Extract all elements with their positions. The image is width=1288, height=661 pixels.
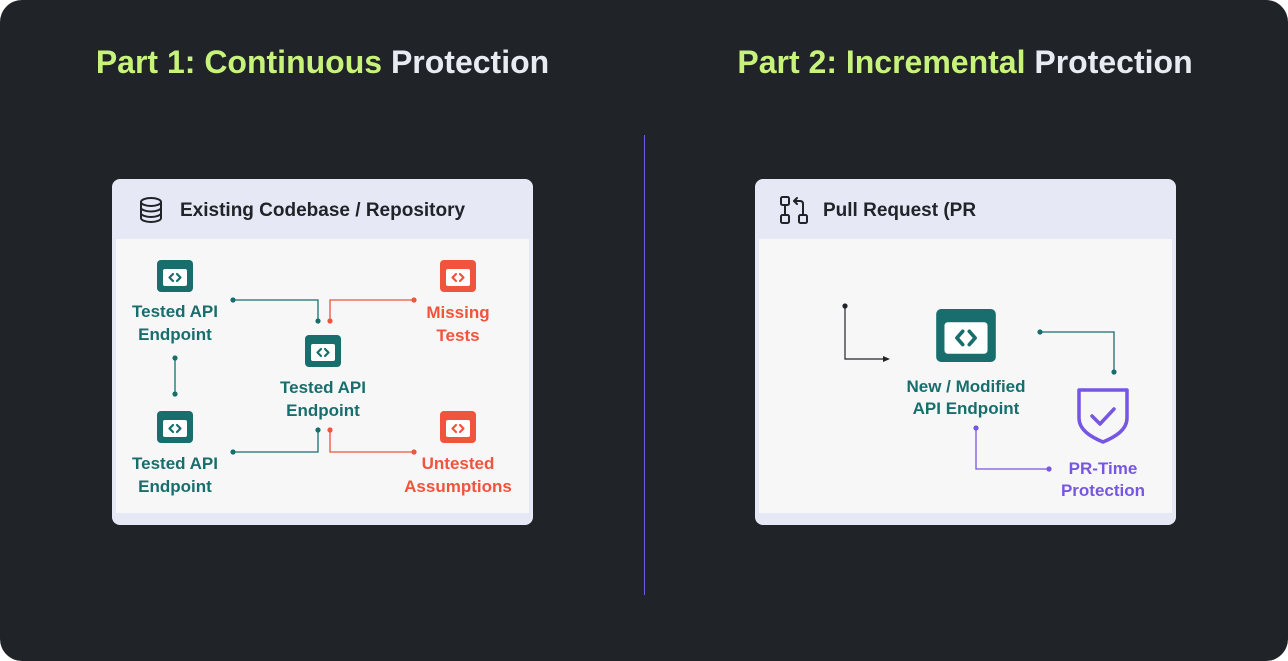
codebase-card: Existing Codebase / Repository [112, 179, 533, 525]
part-2-title-highlight: Part 2: Incremental [737, 44, 1026, 80]
codebase-card-title: Existing Codebase / Repository [180, 200, 466, 221]
connector-to-protection [1040, 331, 1115, 372]
code-window-icon [440, 411, 476, 443]
database-icon [140, 197, 162, 224]
code-window-icon [305, 335, 341, 367]
pull-request-card: Pull Request (PR [755, 179, 1176, 525]
node-missing-tests: Missing Tests [426, 303, 490, 345]
code-window-icon [157, 260, 193, 292]
node-pr-time-protection: PR-Time Protection [1060, 459, 1146, 500]
codebase-connectors [172, 297, 417, 455]
arrowhead [883, 356, 890, 362]
code-window-icon [157, 411, 193, 443]
shield-check-icon [1077, 388, 1129, 444]
section-divider [644, 135, 645, 595]
node-untested-assumptions: Untested Assumptions [404, 454, 512, 496]
pull-request-icon [780, 196, 808, 224]
code-window-icon [440, 260, 476, 292]
pull-request-card-body [759, 239, 1172, 513]
part-1-title: Part 1: Continuous Protection [60, 40, 585, 84]
pull-request-card-title: Pull Request (PR [823, 200, 977, 221]
connector-purple [975, 428, 1049, 470]
node-tested-bottom-left: Tested API Endpoint [132, 454, 218, 496]
part-2-title: Part 2: Incremental Protection [700, 40, 1230, 84]
codebase-card-header: Existing Codebase / Repository [112, 179, 533, 239]
node-new-modified-endpoint: New / Modified API Endpoint [906, 377, 1026, 418]
connector-bottom-left [233, 430, 319, 453]
pull-request-card-header: Pull Request (PR [755, 179, 1176, 239]
node-tested-center: Tested API Endpoint [280, 378, 366, 420]
code-window-icon [936, 309, 996, 362]
pull-request-connectors [842, 303, 1117, 472]
connector-incoming [844, 306, 887, 360]
connector-missing [329, 299, 414, 321]
part-1-title-highlight: Part 1: Continuous [95, 44, 383, 80]
connector-top-left [233, 299, 319, 321]
part-2-title-rest: Protection [1034, 44, 1193, 80]
part-1-title-rest: Protection [390, 44, 550, 80]
connector-untested [329, 430, 414, 453]
node-tested-top-left: Tested API Endpoint [132, 302, 218, 344]
